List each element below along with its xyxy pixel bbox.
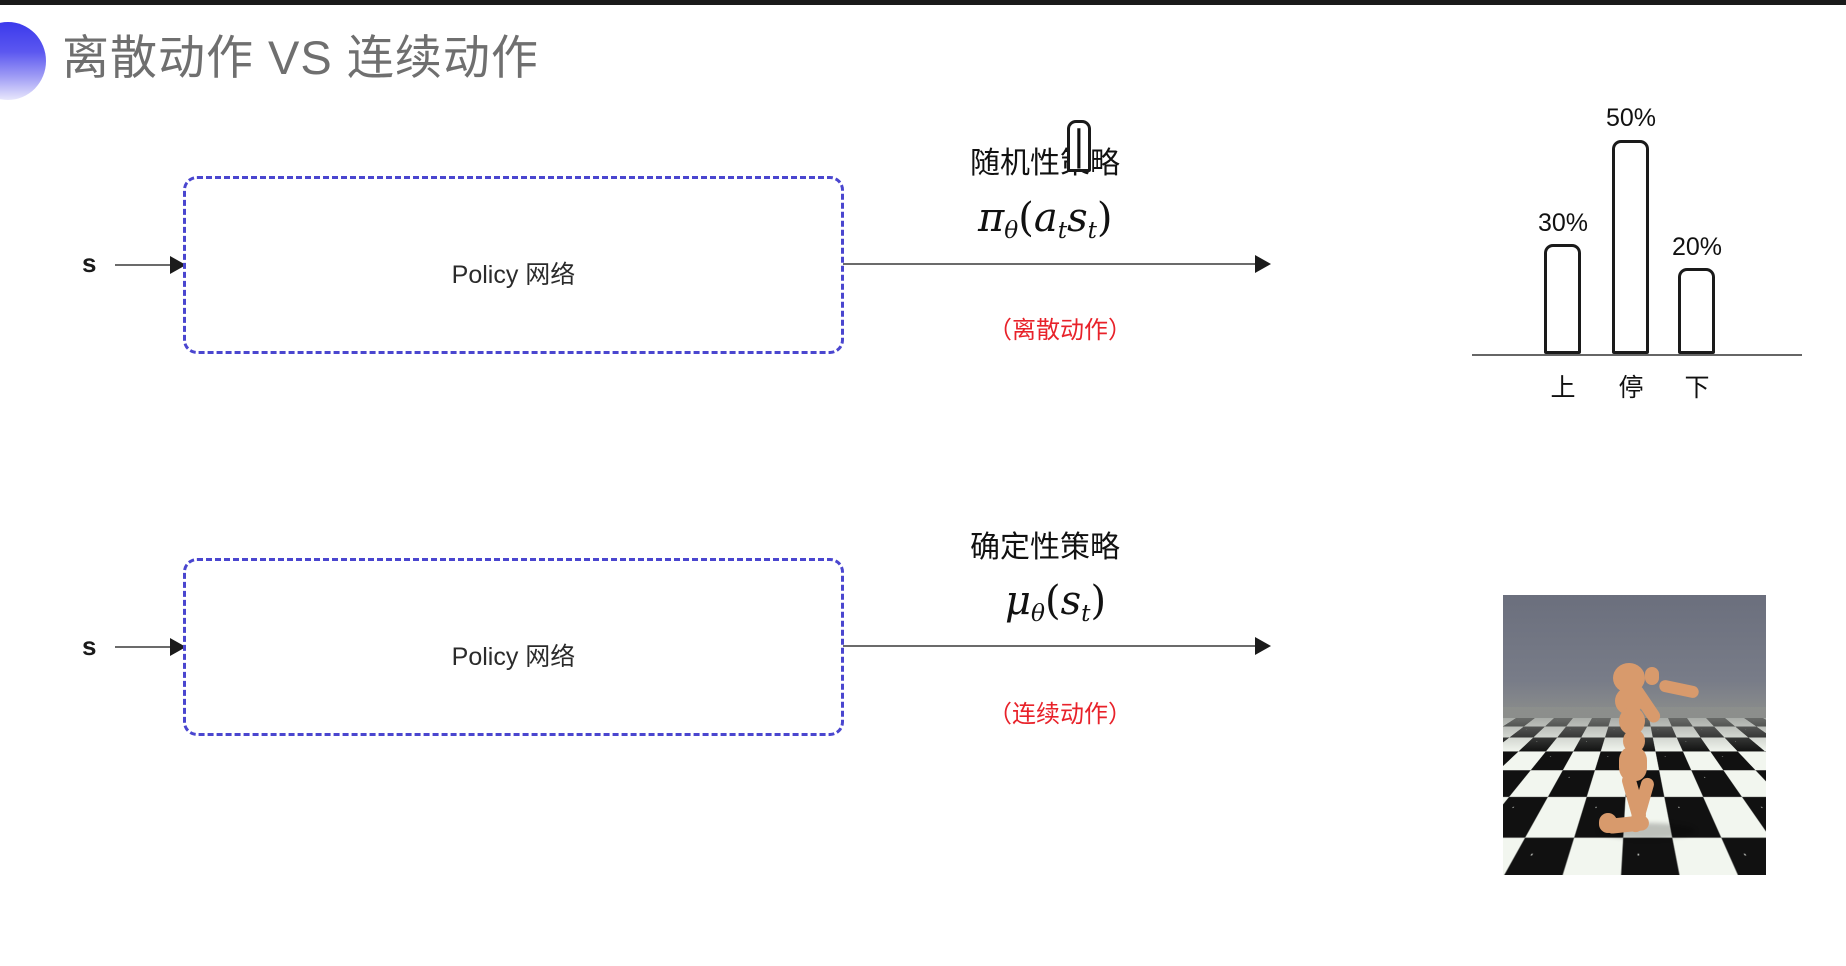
- title-decor-half-circle-icon: [0, 22, 46, 100]
- bar-up: [1544, 244, 1581, 354]
- humanoid-simulation-image: [1503, 595, 1766, 875]
- note-continuous-action: （连续动作）: [988, 701, 1132, 728]
- humanoid-hand: [1645, 667, 1659, 685]
- formula-state-symbol: s: [1067, 195, 1088, 241]
- formula-action-subscript: t: [1057, 216, 1068, 244]
- output-arrow-head-continuous: [1255, 637, 1271, 655]
- formula-conditional-bar: |: [1067, 119, 1091, 172]
- bar-value-up: 30%: [1537, 209, 1589, 237]
- formula-open-paren-2: (: [1044, 578, 1061, 624]
- input-state-label-continuous: s: [82, 631, 97, 661]
- input-state-label-discrete: s: [82, 248, 97, 278]
- formula-open-paren: (: [1018, 195, 1034, 241]
- policy-type-label-continuous: 确定性策略: [970, 531, 1120, 564]
- formula-theta-subscript: θ: [1004, 216, 1019, 244]
- input-arrow-head-discrete: [170, 256, 186, 274]
- formula-close-paren: ): [1096, 195, 1113, 241]
- formula-action-symbol: a: [1033, 195, 1058, 241]
- bar-value-stop: 50%: [1605, 104, 1657, 132]
- bar-value-down: 20%: [1671, 233, 1723, 261]
- bar-category-stop: 停: [1618, 374, 1644, 402]
- formula-close-paren-2: ): [1090, 578, 1107, 624]
- formula-deterministic-policy: μθ(st): [1005, 578, 1106, 627]
- formula-state-subscript: t: [1087, 216, 1097, 244]
- chart-baseline-axis: [1472, 354, 1802, 356]
- policy-network-box-continuous[interactable]: Policy 网络: [183, 558, 844, 736]
- bar-category-down: 下: [1684, 374, 1710, 402]
- output-arrow-line-continuous: [843, 645, 1261, 647]
- policy-network-label-continuous: Policy 网络: [451, 643, 576, 671]
- policy-type-label-discrete: 随机性策略: [970, 147, 1120, 180]
- formula-state-symbol-2: s: [1060, 578, 1082, 624]
- note-discrete-action: （离散动作）: [988, 317, 1132, 344]
- bar-down: [1678, 268, 1715, 354]
- action-probability-bar-chart: 30% 上 50% 停 20% 下: [1472, 96, 1812, 426]
- formula-theta-subscript-2: θ: [1031, 599, 1045, 627]
- formula-state-subscript-2: t: [1081, 599, 1091, 627]
- top-black-strip: [0, 0, 1846, 5]
- input-arrow-line-continuous: [115, 646, 177, 648]
- humanoid-foot: [1599, 813, 1617, 833]
- output-arrow-line-discrete: [843, 263, 1261, 265]
- bar-stop: [1612, 140, 1649, 354]
- formula-pi-symbol: π: [978, 195, 1005, 241]
- formula-stochastic-policy: πθ(at|st): [978, 119, 1113, 244]
- input-arrow-line-discrete: [115, 264, 177, 266]
- output-arrow-head-discrete: [1255, 255, 1271, 273]
- bar-category-up: 上: [1550, 374, 1576, 402]
- page-title: 离散动作 VS 连续动作: [62, 31, 539, 84]
- policy-network-label-discrete: Policy 网络: [451, 261, 576, 289]
- input-arrow-head-continuous: [170, 638, 186, 656]
- policy-network-box-discrete[interactable]: Policy 网络: [183, 176, 844, 354]
- formula-mu-symbol: μ: [1005, 578, 1031, 624]
